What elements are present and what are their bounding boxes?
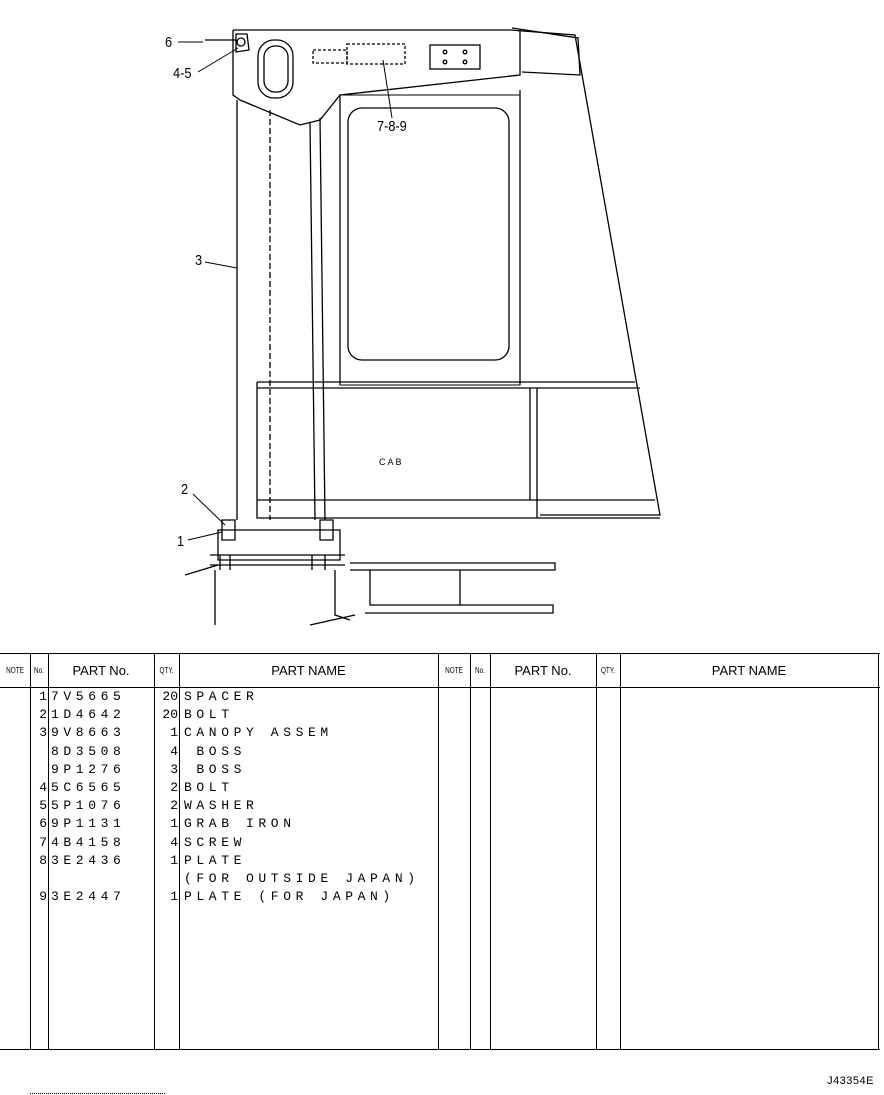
col-divider xyxy=(438,654,439,1049)
row-no: 1 xyxy=(39,689,47,704)
table-row: 3 9V8663 1 CANOPY ASSEM xyxy=(0,724,880,742)
row-qty: 1 xyxy=(170,725,178,741)
table-row: 6 9P1131 1 GRAB IRON xyxy=(0,815,880,833)
table-row: 1 7V5665 20 SPACER xyxy=(0,688,880,706)
table-row: 9 3E2447 1 PLATE (FOR JAPAN) xyxy=(0,888,880,906)
col-divider xyxy=(48,654,49,1049)
col-divider xyxy=(490,654,491,1049)
row-qty: 1 xyxy=(170,816,178,832)
row-part-no: 3E2447 xyxy=(51,889,126,905)
parts-table: NOTE No. PART No. QTY. PART NAME NOTE No… xyxy=(0,653,880,1050)
header-part-no-2: PART No. xyxy=(514,663,572,678)
table-row: 7 4B4158 4 SCREW xyxy=(0,834,880,852)
col-divider xyxy=(470,654,471,1049)
table-row: 8D3508 4 BOSS xyxy=(0,743,880,761)
row-no: 8 xyxy=(39,852,47,868)
row-qty: 20 xyxy=(162,707,178,723)
row-no: 5 xyxy=(39,798,47,814)
row-part-no: 9V8663 xyxy=(51,725,126,741)
header-no: No. xyxy=(34,666,44,675)
row-qty: 2 xyxy=(170,779,178,795)
canopy-assembly-drawing xyxy=(178,27,661,626)
row-part-no: 9P1131 xyxy=(51,816,126,832)
row-no: 7 xyxy=(39,834,47,850)
row-no: 2 xyxy=(39,707,47,723)
row-part-name: SPACER xyxy=(184,689,259,704)
row-part-no: 1D4642 xyxy=(51,707,126,723)
header-qty-2: QTY. xyxy=(600,666,616,675)
row-no: 9 xyxy=(39,889,47,905)
footer-rule xyxy=(30,1093,165,1094)
callout-3: 3 xyxy=(195,252,203,269)
header-rule xyxy=(0,687,880,688)
row-part-no: 3E2436 xyxy=(51,852,126,868)
drawing-code: J43354E xyxy=(827,1075,874,1087)
table-row: 8 3E2436 1 PLATE xyxy=(0,852,880,870)
callout-2: 2 xyxy=(181,481,189,498)
table-row: 5 5P1076 2 WASHER xyxy=(0,797,880,815)
row-part-no: 8D3508 xyxy=(51,743,126,759)
header-note: NOTE xyxy=(6,666,24,675)
callout-6: 6 xyxy=(165,34,173,51)
row-no: 6 xyxy=(39,816,47,832)
row-part-no: 5C6565 xyxy=(51,779,126,795)
row-part-name: PLATE (FOR JAPAN) xyxy=(184,889,395,905)
callout-4-5: 4-5 xyxy=(173,65,192,82)
col-divider xyxy=(179,654,180,1049)
row-part-no: 7V5665 xyxy=(51,689,126,704)
header-no-2: No. xyxy=(475,666,485,675)
row-part-no: 5P1076 xyxy=(51,798,126,814)
row-qty: 1 xyxy=(170,852,178,868)
row-part-name: SCREW xyxy=(184,834,247,850)
row-qty: 1 xyxy=(170,889,178,905)
row-part-name: GRAB IRON xyxy=(184,816,296,832)
table-row: 9P1276 3 BOSS xyxy=(0,761,880,779)
parts-rows: 1 7V5665 20 SPACER 2 1D4642 20 BOLT 3 9V… xyxy=(0,688,880,906)
callout-7-8-9: 7-8-9 xyxy=(377,118,407,135)
col-divider xyxy=(154,654,155,1049)
col-divider xyxy=(596,654,597,1049)
row-qty: 4 xyxy=(170,834,178,850)
row-qty: 20 xyxy=(162,689,178,704)
table-row: 4 5C6565 2 BOLT xyxy=(0,779,880,797)
callout-1: 1 xyxy=(177,533,185,550)
header-part-no: PART No. xyxy=(72,663,130,678)
table-row: (FOR OUTSIDE JAPAN) xyxy=(0,870,880,888)
header-qty: QTY. xyxy=(159,666,174,675)
cab-label: CAB xyxy=(379,457,404,467)
col-divider xyxy=(30,654,31,1049)
row-no: 3 xyxy=(39,725,47,741)
row-qty: 2 xyxy=(170,798,178,814)
row-qty: 4 xyxy=(170,743,178,759)
col-divider xyxy=(620,654,621,1049)
row-part-no: 4B4158 xyxy=(51,834,126,850)
row-part-name: BOSS xyxy=(184,743,247,759)
row-part-name: CANOPY ASSEM xyxy=(184,725,333,741)
row-part-no: 9P1276 xyxy=(51,761,126,777)
row-part-name: BOSS xyxy=(184,761,247,777)
row-part-name: WASHER xyxy=(184,798,259,814)
row-part-name: BOLT xyxy=(184,707,234,723)
row-part-name: (FOR OUTSIDE JAPAN) xyxy=(184,870,420,886)
row-no: 4 xyxy=(39,779,47,795)
header-part-name-2: PART NAME xyxy=(711,663,787,678)
header-part-name: PART NAME xyxy=(271,663,346,678)
col-divider xyxy=(878,654,879,1049)
table-row: 2 1D4642 20 BOLT xyxy=(0,706,880,724)
row-qty: 3 xyxy=(170,761,178,777)
row-part-name: BOLT xyxy=(184,779,234,795)
header-note-2: NOTE xyxy=(445,666,463,675)
row-part-name: PLATE xyxy=(184,852,247,868)
